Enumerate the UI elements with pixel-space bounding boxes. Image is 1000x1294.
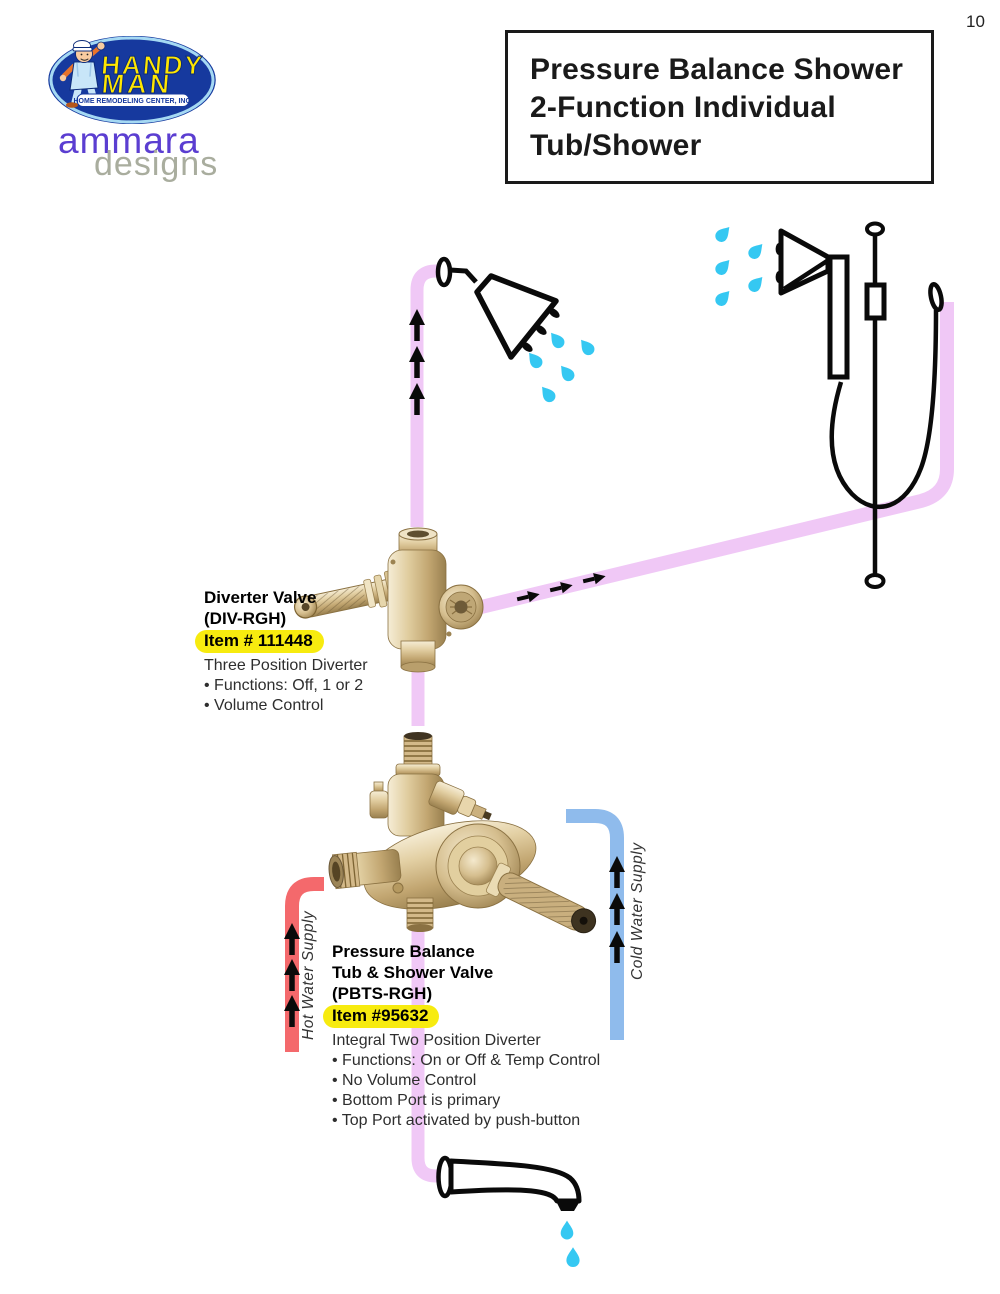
title-line: Pressure Balance Shower <box>530 53 904 86</box>
handyman-logo-art: HANDY MAN HOME REMODELING CENTER, INC. <box>48 36 216 124</box>
tub-spout-body <box>448 1158 582 1204</box>
pbts-name: Pressure Balance <box>332 942 475 961</box>
tub-spout-drops <box>560 1220 580 1267</box>
diverter-bullet: • Functions: Off, 1 or 2 <box>204 677 364 694</box>
pipe-hot-supply <box>285 877 324 1052</box>
handyman-tagline: HOME REMODELING CENTER, INC. <box>73 98 192 105</box>
hand-shower-handle <box>827 254 850 380</box>
diverter-name: Diverter Valve <box>204 588 317 607</box>
slide-bar-top-cap <box>865 221 885 237</box>
diverter-item-number: Item # 111448 <box>195 630 324 653</box>
pbts-bullet: • Bottom Port is primary <box>332 1092 501 1109</box>
handyman-word-1: HANDY <box>100 50 205 80</box>
diverter-valve-label: Diverter Valve (DIV-RGH) Item # 111448 T… <box>195 587 368 716</box>
ammara-designs-logo: ammara designs <box>58 122 218 181</box>
pipe-handshower-branch <box>471 302 954 616</box>
pbts-item-number: Item #95632 <box>323 1005 440 1028</box>
shower-arm-escutcheon <box>435 256 453 288</box>
handyman-logo: HANDY MAN HOME REMODELING CENTER, INC. <box>48 36 216 124</box>
pbts-left-port <box>328 849 402 890</box>
tub-spout-nozzle <box>556 1201 580 1211</box>
pbts-bullet: • Top Port activated by push-button <box>332 1112 581 1129</box>
diverter-model: (DIV-RGH) <box>204 609 287 628</box>
pipe-cold-supply <box>566 809 624 1040</box>
pbts-bullet: • Functions: On or Off & Temp Control <box>332 1052 601 1069</box>
designs-word: designs <box>94 145 219 183</box>
handyman-mascot <box>59 40 106 108</box>
pbts-desc: Integral Two Position Diverter <box>332 1032 541 1049</box>
hand-shower-hose <box>829 309 939 510</box>
shower-nozzles <box>521 308 560 352</box>
pbts-cartridge <box>428 780 492 821</box>
tub-spout-icon <box>436 1155 582 1211</box>
diverter-valve-image <box>293 527 484 673</box>
diverter-bullet: • Volume Control <box>204 697 324 714</box>
fixed-shower-head-icon <box>435 256 560 360</box>
shower-arm <box>449 267 478 284</box>
hose-outlet-fitting <box>928 281 944 313</box>
hand-shower-nozzles <box>775 243 783 283</box>
hot-water-supply-label: Hot Water Supply <box>300 910 317 1040</box>
pipes <box>285 264 954 1183</box>
slide-bar-bottom-cap <box>864 573 886 589</box>
pbts-valve-image <box>328 732 597 934</box>
pipe-tub-drop <box>411 930 443 1183</box>
title-line: 2-Function Individual <box>530 91 836 124</box>
title-line: Tub/Shower <box>530 129 702 162</box>
slide-bar-bracket <box>864 282 887 321</box>
diverter-desc: Three Position Diverter <box>204 657 368 674</box>
page-number: 10 <box>966 12 985 31</box>
pbts-model: (PBTS-RGH) <box>332 984 433 1003</box>
hand-shower-icon <box>775 221 944 589</box>
hand-shower-spray-drops <box>712 223 767 309</box>
shower-spray-drops <box>524 329 597 405</box>
title-box: Pressure Balance Shower 2-Function Indiv… <box>505 30 934 184</box>
pbts-name: Tub & Shower Valve <box>332 963 494 982</box>
pbts-stem <box>485 862 597 934</box>
pbts-valve-label: Pressure Balance Tub & Shower Valve (PBT… <box>323 941 601 1131</box>
shower-head-body <box>474 273 559 360</box>
handyman-wordmark: HANDY MAN <box>100 50 206 100</box>
cold-water-supply-label: Cold Water Supply <box>629 842 646 980</box>
hand-shower-joint <box>782 259 829 291</box>
ammara-word: ammara <box>58 120 200 161</box>
pbts-bullet: • No Volume Control <box>332 1072 477 1089</box>
